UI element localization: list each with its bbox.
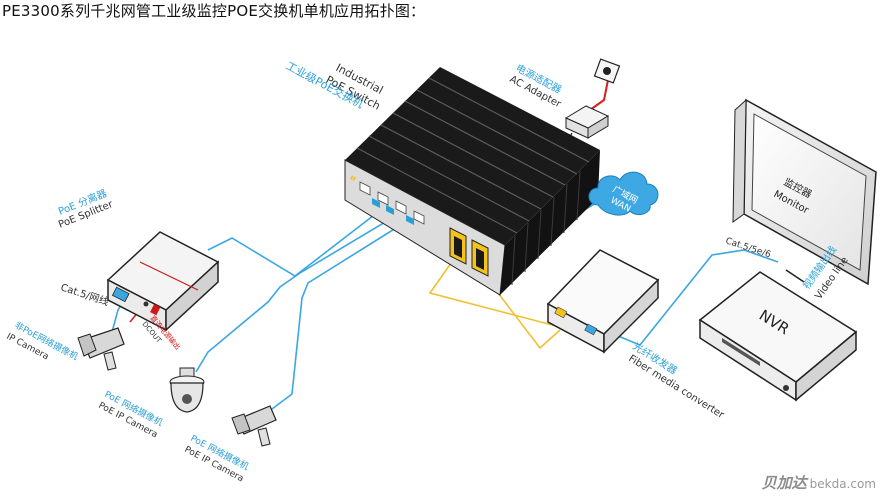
cable-fiber-nvr [593, 249, 779, 346]
cable-switch-dome [195, 217, 393, 373]
watermark-brand: 贝加达 [761, 474, 807, 492]
power-cable [589, 79, 609, 111]
cable-switch-bullet [267, 217, 413, 413]
monitor-icon [732, 98, 877, 286]
dome-camera-icon [169, 367, 205, 413]
bullet-camera-icon [77, 327, 125, 371]
poe-bullet-camera-icon [231, 405, 277, 447]
fiber-converter-icon [546, 249, 660, 354]
svg-text:▮▮: ▮▮ [349, 174, 357, 182]
nvr-icon [698, 271, 858, 402]
cat-cable-label: Cat.5/5e/6 [724, 236, 772, 260]
cat5-label: Cat.5/网线 [59, 280, 111, 308]
video-line-cable [785, 269, 805, 283]
wall-socket-icon [593, 58, 621, 84]
wan-cloud-icon [588, 171, 659, 216]
poe-splitter-icon [106, 231, 220, 332]
page-title: PE3300系列千兆网管工业级监控POE交换机单机应用拓扑图： [2, 2, 426, 20]
switch-label-cn: 工业级PoE交换机 [284, 58, 366, 111]
switch-icon: ▮▮ [344, 67, 600, 296]
ac-adapter-icon [564, 105, 610, 139]
watermark-site: bekda.com [809, 477, 876, 491]
fiber-label-en: Fiber media converter [626, 353, 726, 421]
cable-switch-splitter [207, 211, 379, 277]
